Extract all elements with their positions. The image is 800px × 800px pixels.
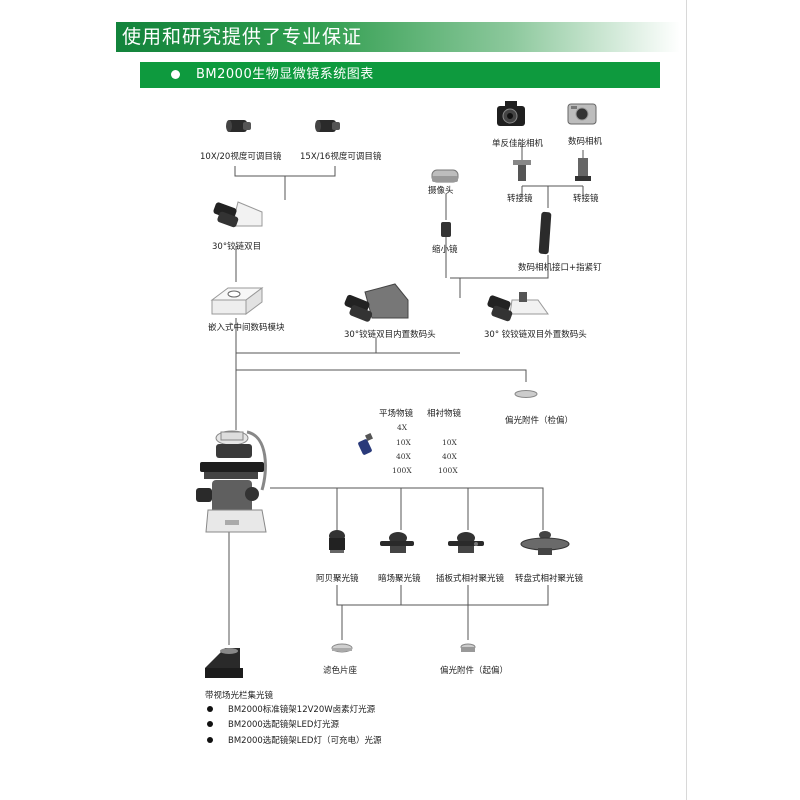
section-title-bar xyxy=(140,62,660,88)
filter-holder-label: 滤色片座 xyxy=(323,666,358,676)
eyepiece-15x-icon xyxy=(315,120,340,132)
turret-phase-condenser-icon xyxy=(520,531,570,555)
darkfield-condenser-icon xyxy=(380,532,414,553)
phase-objective-header: 相衬物镜 xyxy=(427,409,462,419)
digital-module-icon xyxy=(210,287,264,315)
note-bullet-icon xyxy=(207,721,213,727)
abbe-condenser-label: 阿贝聚光镜 xyxy=(316,574,359,584)
camera-port-icon xyxy=(538,211,552,255)
plan-objective-value: 10X xyxy=(396,438,411,447)
eyepiece-15x-label: 15X/16视度可调目镜 xyxy=(300,152,382,162)
reduction-lens-label: 缩小镜 xyxy=(432,245,458,255)
binocular-head-icon xyxy=(213,201,263,228)
polarizer-analyzer-icon xyxy=(514,390,538,398)
binocular-head-label: 30°铰链双目 xyxy=(212,242,262,252)
note-item: BM2000选配镜架LED灯（可充电）光源 xyxy=(228,736,382,746)
polarizer-polarizer-icon xyxy=(460,643,476,652)
dslr-camera-icon xyxy=(497,101,525,126)
plan-objective-header: 平场物镜 xyxy=(379,409,414,419)
phase-objective-value: 100X xyxy=(438,466,458,475)
section-bullet-icon xyxy=(171,70,180,79)
note-item: BM2000标准镜架12V20W卤素灯光源 xyxy=(228,705,376,715)
camera-head-label: 摄像头 xyxy=(428,186,454,196)
binocular-external-camera-label: 30° 铰铰链双目外置数码头 xyxy=(484,330,587,340)
darkfield-condenser-label: 暗场聚光镜 xyxy=(378,574,421,584)
note-bullet-icon xyxy=(207,737,213,743)
camera-head-icon xyxy=(431,169,459,183)
binocular-external-camera-icon xyxy=(487,292,549,322)
plan-objective-value: 100X xyxy=(392,466,412,475)
phase-objective-value: 10X xyxy=(442,438,457,447)
objective-lens-icon xyxy=(358,433,373,455)
eyepiece-10x-icon xyxy=(226,120,251,132)
slider-phase-condenser-label: 插板式相衬聚光镜 xyxy=(436,574,505,584)
adapter-right-label: 转接镜 xyxy=(573,194,599,204)
digital-camera-label: 数码相机 xyxy=(568,137,603,147)
turret-phase-condenser-label: 转盘式相衬聚光镜 xyxy=(515,574,584,584)
digital-module-label: 嵌入式中间数码模块 xyxy=(208,323,285,333)
binocular-internal-camera-label: 30°铰链双目内置数码头 xyxy=(344,330,436,340)
right-divider xyxy=(686,0,687,800)
page-header-title: 使用和研究提供了专业保证 xyxy=(122,26,363,48)
adapter-left-icon xyxy=(513,160,531,181)
note-bullet-icon xyxy=(207,706,213,712)
adapter-left-label: 转接镜 xyxy=(507,194,533,204)
header-band xyxy=(116,22,680,52)
phase-objective-value: 40X xyxy=(442,452,457,461)
digital-camera-icon xyxy=(567,103,597,125)
reduction-lens-icon xyxy=(441,222,451,237)
field-diaphragm-icon xyxy=(205,648,243,678)
polarizer-analyzer-label: 偏光附件（检偏） xyxy=(505,416,574,426)
microscope-icon xyxy=(196,430,267,533)
filter-holder-icon xyxy=(331,643,353,653)
slider-phase-condenser-icon xyxy=(448,532,484,553)
connector-lines xyxy=(228,146,584,645)
eyepiece-10x-label: 10X/20视度可调目镜 xyxy=(200,152,282,162)
polarizer-polarizer-label: 偏光附件（起偏） xyxy=(440,666,509,676)
plan-objective-value: 40X xyxy=(396,452,411,461)
binocular-internal-camera-icon xyxy=(344,283,409,322)
adapter-right-icon xyxy=(575,158,591,181)
dslr-camera-label: 单反佳能相机 xyxy=(492,139,544,149)
section-title: BM2000生物显微镜系统图表 xyxy=(196,67,374,82)
note-item: BM2000选配镜架LED灯光源 xyxy=(228,720,339,730)
field-diaphragm-label: 带视场光栏集光镜 xyxy=(205,691,274,701)
camera-port-label: 数码相机接口+指紧钉 xyxy=(518,263,602,273)
plan-objective-value: 4X xyxy=(397,423,408,432)
abbe-condenser-icon xyxy=(329,530,345,553)
